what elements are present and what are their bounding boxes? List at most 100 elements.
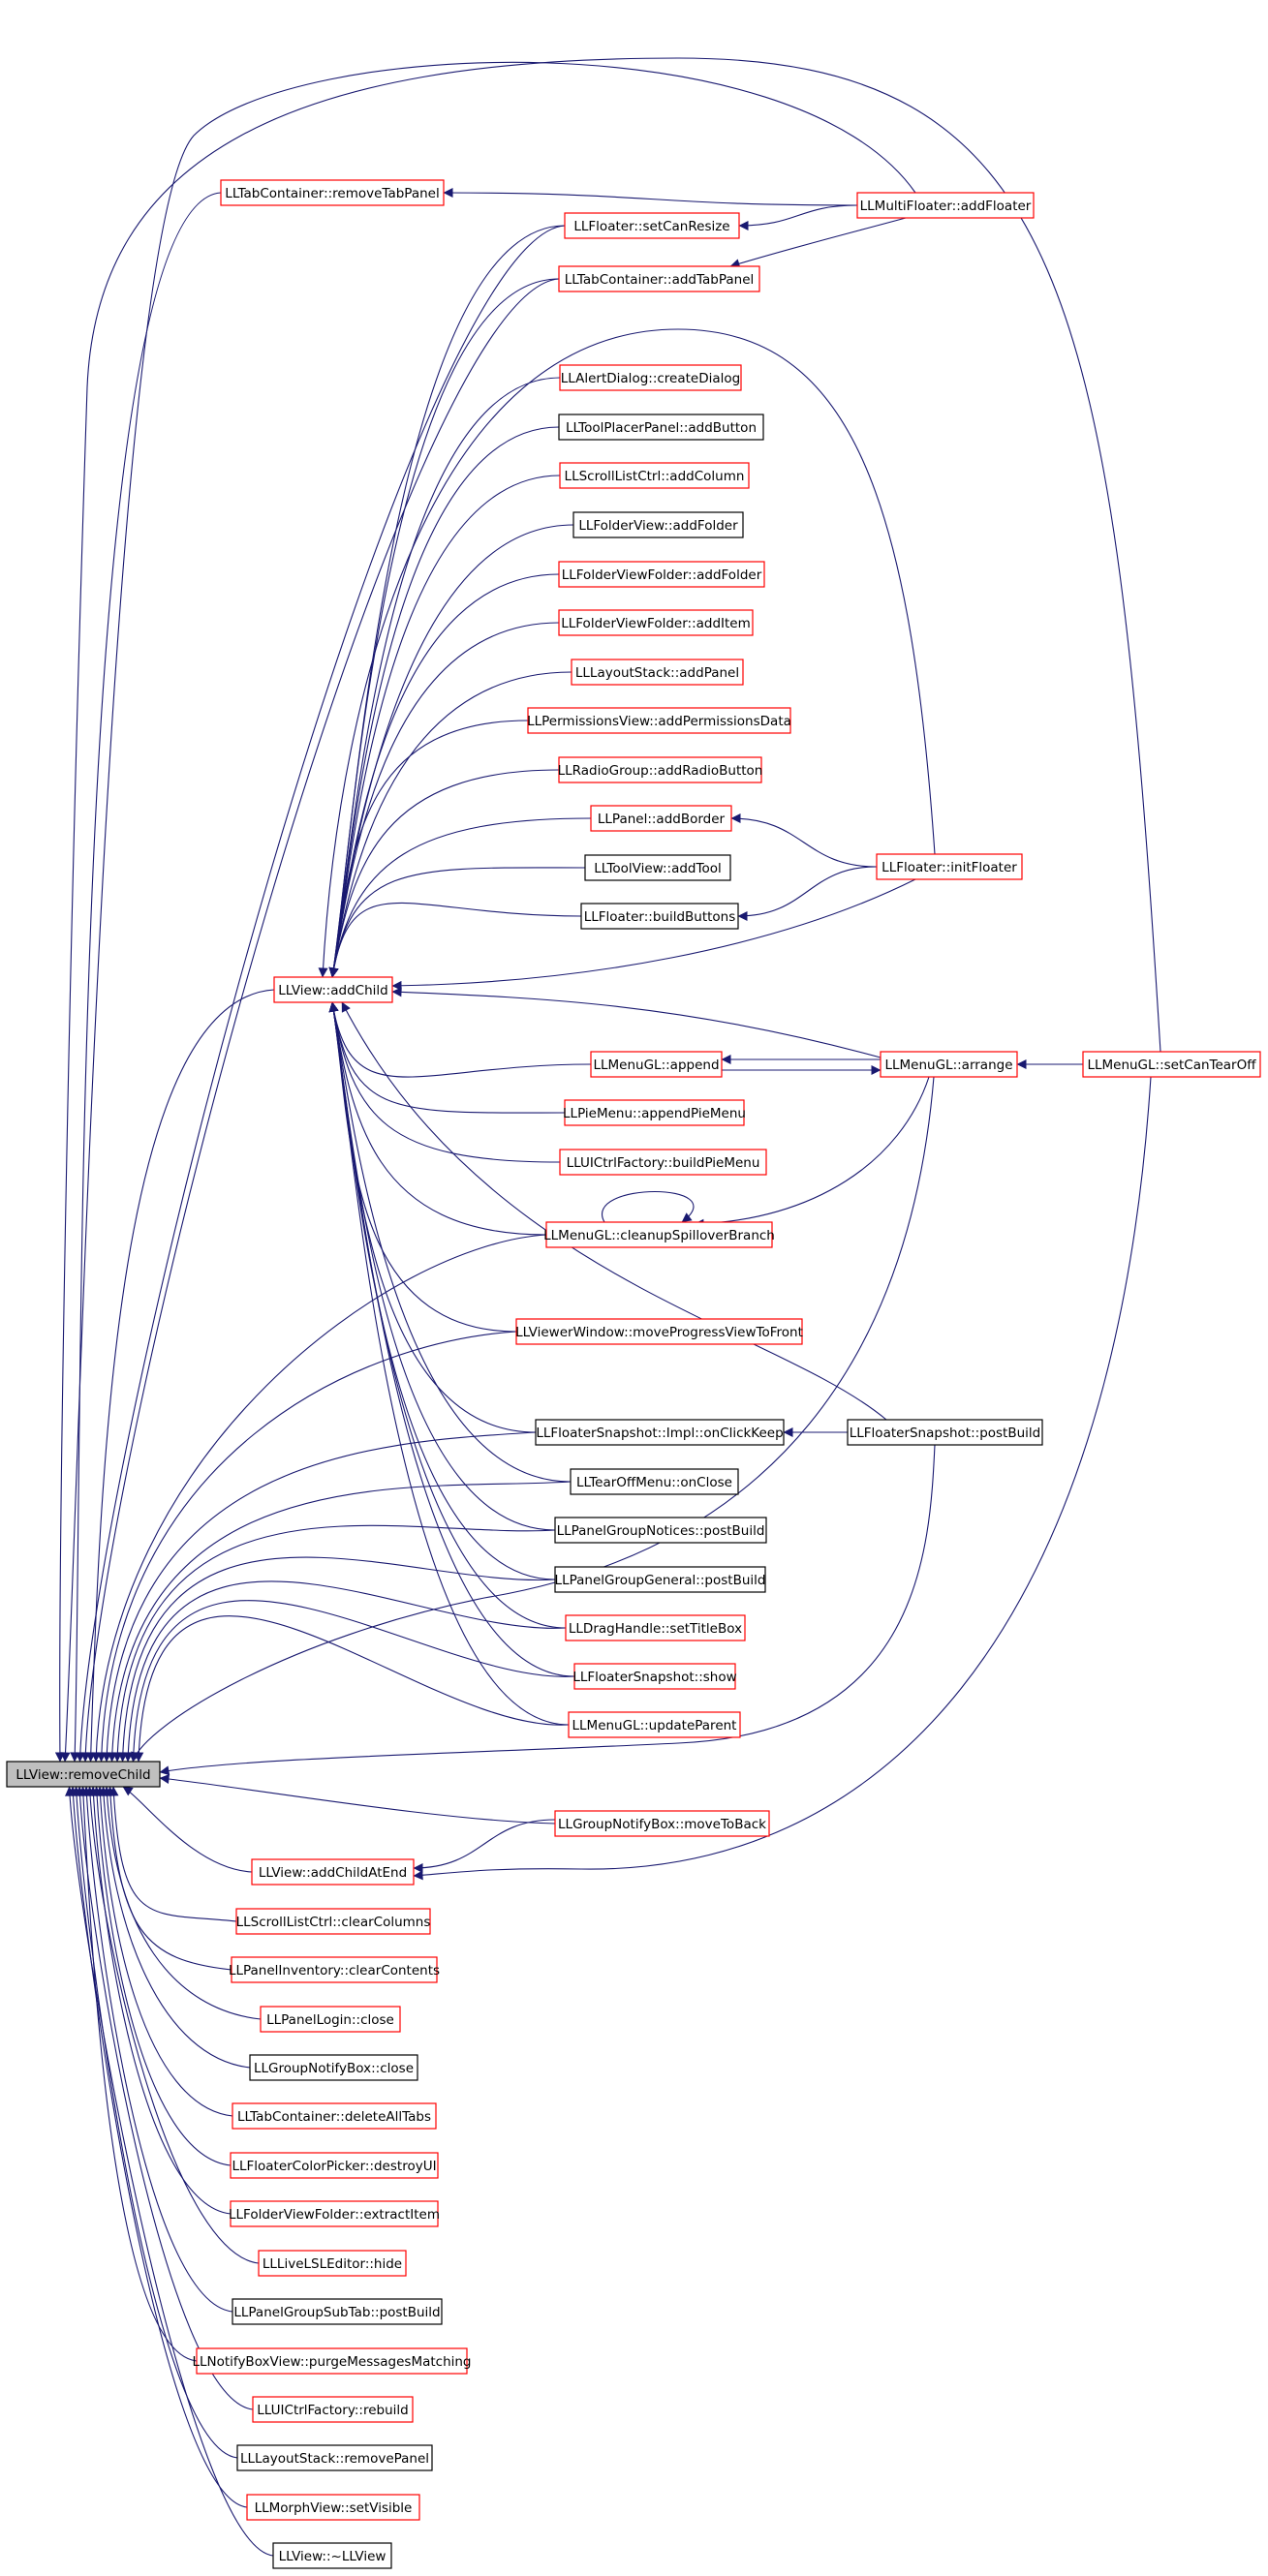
node-box-n_snap_post[interactable] — [847, 1419, 1043, 1446]
node-box-n_toolview[interactable] — [584, 854, 731, 881]
node-label-n_multi_add[interactable]: LLMultiFloater::addFloater — [860, 199, 1032, 214]
node-box-n_morph[interactable] — [246, 2494, 420, 2521]
node-box-n_alert[interactable] — [559, 364, 742, 391]
edge-n_general-to-addchild — [328, 1001, 556, 1580]
node-label-n_snap_post[interactable]: LLFloaterSnapshot::postBuild — [850, 1426, 1041, 1441]
node-box-n_panel_border[interactable] — [590, 805, 732, 832]
node-label-n_tearoff[interactable]: LLMenuGL::setCanTearOff — [1087, 1058, 1256, 1073]
node-label-n_layout_remove[interactable]: LLLayoutStack::removePanel — [240, 2451, 429, 2467]
node-label-n_menu_append[interactable]: LLMenuGL::append — [593, 1058, 719, 1073]
node-box-n_update_parent[interactable] — [568, 1711, 741, 1738]
node-label-n_spillover[interactable]: LLMenuGL::cleanupSpilloverBranch — [543, 1228, 775, 1243]
node-box-n_login_close[interactable] — [260, 2006, 401, 2033]
node-box-n_purge[interactable] — [196, 2347, 468, 2375]
node-label-n_tab_add[interactable]: LLTabContainer::addTabPanel — [565, 272, 755, 288]
node-label-n_login_close[interactable]: LLPanelLogin::close — [266, 2012, 394, 2028]
node-label-n_notify_close[interactable]: LLGroupNotifyBox::close — [254, 2061, 414, 2076]
node-label-n_snap_show[interactable]: LLFloaterSnapshot::show — [572, 1670, 736, 1685]
node-label-n_rebuild[interactable]: LLUICtrlFactory::rebuild — [257, 2403, 408, 2418]
node-box-n_extract[interactable] — [230, 2200, 439, 2227]
node-label-n_set_resize[interactable]: LLFloater::setCanResize — [573, 219, 729, 234]
node-box-n_fvf_additem[interactable] — [558, 609, 754, 636]
node-box-n_fvf_addfolder[interactable] — [558, 561, 765, 588]
node-box-n_pie_append[interactable] — [564, 1099, 745, 1126]
node-label-n_lsl_hide[interactable]: LLLiveLSLEditor::hide — [263, 2256, 402, 2272]
node-box-n_clear_cols[interactable] — [235, 1908, 431, 1935]
node-label-n_snap_keep[interactable]: LLFloaterSnapshot::Impl::onClickKeep — [536, 1426, 783, 1441]
node-label-n_extract[interactable]: LLFolderViewFolder::extractItem — [229, 2207, 440, 2223]
node-label-n_morph[interactable]: LLMorphView::setVisible — [255, 2500, 413, 2516]
node-box-n_layout_remove[interactable] — [236, 2444, 433, 2471]
node-box-n_notices[interactable] — [554, 1517, 767, 1544]
node-label-n_delete_tabs[interactable]: LLTabContainer::deleteAllTabs — [237, 2109, 431, 2125]
node-box-n_tab_remove[interactable] — [220, 179, 445, 206]
node-label-n_tab_remove[interactable]: LLTabContainer::removeTabPanel — [225, 186, 439, 201]
node-box-n_delete_tabs[interactable] — [232, 2102, 437, 2130]
node-box-n_toolplacer[interactable] — [558, 414, 764, 441]
node-box-n_rebuild[interactable] — [252, 2396, 414, 2423]
node-box-n_progress[interactable] — [515, 1318, 803, 1345]
node-box-n_destructor[interactable] — [272, 2542, 392, 2569]
node-label-n_fvf_addfolder[interactable]: LLFolderViewFolder::addFolder — [562, 567, 762, 583]
node-label-n_progress[interactable]: LLViewerWindow::moveProgressViewToFront — [515, 1325, 803, 1340]
node-box-n_scroll_addcol[interactable] — [559, 462, 750, 489]
node-box-n_inv_clear[interactable] — [231, 1956, 438, 1983]
node-label-n_alert[interactable]: LLAlertDialog::createDialog — [561, 371, 740, 386]
node-label-n_color_destroy[interactable]: LLFloaterColorPicker::destroyUI — [232, 2159, 436, 2174]
node-label-n_perm[interactable]: LLPermissionsView::addPermissionsData — [527, 714, 791, 729]
node-label-n_general[interactable]: LLPanelGroupGeneral::postBuild — [555, 1573, 766, 1588]
node-box-n_lsl_hide[interactable] — [258, 2250, 407, 2277]
node-box-n_perm[interactable] — [527, 707, 791, 734]
node-box-n_drag[interactable] — [565, 1614, 746, 1641]
node-label-n_fvf_additem[interactable]: LLFolderViewFolder::addItem — [561, 616, 751, 631]
node-label-n_purge[interactable]: LLNotifyBoxView::purgeMessagesMatching — [192, 2354, 471, 2370]
node-box-n_menu_append[interactable] — [590, 1051, 723, 1078]
node-box-n_snap_keep[interactable] — [535, 1419, 785, 1446]
node-box-n_multi_add[interactable] — [856, 192, 1035, 219]
node-label-n_notify_back[interactable]: LLGroupNotifyBox::moveToBack — [558, 1817, 766, 1832]
node-box-n_init_floater[interactable] — [876, 853, 1023, 880]
node-label-n_destructor[interactable]: LLView::~LLView — [279, 2549, 387, 2564]
node-box-n_build_buttons[interactable] — [580, 903, 739, 930]
node-label-n_addchild[interactable]: LLView::addChild — [278, 983, 387, 998]
node-box-n_arrange[interactable] — [880, 1051, 1018, 1078]
node-box-n_radio[interactable] — [558, 756, 762, 783]
node-label-n_radio[interactable]: LLRadioGroup::addRadioButton — [558, 763, 763, 779]
node-box-n_addchild[interactable] — [273, 976, 393, 1003]
node-box-n_subtab[interactable] — [232, 2298, 443, 2325]
node-label-n_scroll_addcol[interactable]: LLScrollListCtrl::addColumn — [565, 469, 745, 484]
node-box-n_tearoff[interactable] — [1082, 1051, 1261, 1078]
node-label-n_build_buttons[interactable]: LLFloater::buildButtons — [584, 909, 736, 925]
node-box-n_spillover[interactable] — [545, 1221, 773, 1248]
node-box-n_uictrl_pie[interactable] — [559, 1149, 767, 1176]
node-box-n_notify_back[interactable] — [554, 1810, 770, 1837]
node-box-n_fv_addfolder[interactable] — [572, 511, 744, 538]
node-label-n_pie_append[interactable]: LLPieMenu::appendPieMenu — [563, 1106, 746, 1121]
node-label-n_inv_clear[interactable]: LLPanelInventory::clearContents — [229, 1963, 440, 1978]
node-box-n_snap_show[interactable] — [573, 1663, 736, 1690]
node-label-n_fv_addfolder[interactable]: LLFolderView::addFolder — [578, 518, 738, 534]
node-label-n_uictrl_pie[interactable]: LLUICtrlFactory::buildPieMenu — [567, 1155, 760, 1171]
node-label-n_init_floater[interactable]: LLFloater::initFloater — [881, 860, 1017, 875]
node-label-n_tearoff_close[interactable]: LLTearOffMenu::onClose — [576, 1475, 732, 1490]
node-box-n_tearoff_close[interactable] — [570, 1468, 739, 1495]
node-label-n_addchild_end[interactable]: LLView::addChildAtEnd — [259, 1865, 407, 1881]
node-box-n_layout_add[interactable] — [571, 659, 744, 686]
node-label-n_arrange[interactable]: LLMenuGL::arrange — [884, 1058, 1012, 1073]
node-box-n_set_resize[interactable] — [564, 212, 740, 239]
node-box-n_tab_add[interactable] — [558, 265, 760, 292]
node-box-n_general[interactable] — [554, 1566, 766, 1593]
node-label-n_update_parent[interactable]: LLMenuGL::updateParent — [572, 1718, 737, 1733]
node-label-n_toolplacer[interactable]: LLToolPlacerPanel::addButton — [566, 420, 757, 436]
node-box-n_addchild_end[interactable] — [251, 1858, 415, 1886]
node-box-n_color_destroy[interactable] — [230, 2152, 439, 2179]
edge-n_drag-to-root — [123, 1580, 567, 1763]
node-label-n_clear_cols[interactable]: LLScrollListCtrl::clearColumns — [236, 1915, 431, 1930]
node-label-n_layout_add[interactable]: LLLayoutStack::addPanel — [575, 665, 739, 681]
node-label-n_toolview[interactable]: LLToolView::addTool — [594, 861, 721, 876]
node-label-n_drag[interactable]: LLDragHandle::setTitleBox — [569, 1621, 742, 1637]
node-box-n_notify_close[interactable] — [249, 2054, 418, 2081]
node-label-n_panel_border[interactable]: LLPanel::addBorder — [598, 812, 726, 827]
node-label-n_subtab[interactable]: LLPanelGroupSubTab::postBuild — [233, 2305, 440, 2320]
node-label-n_notices[interactable]: LLPanelGroupNotices::postBuild — [557, 1523, 765, 1539]
